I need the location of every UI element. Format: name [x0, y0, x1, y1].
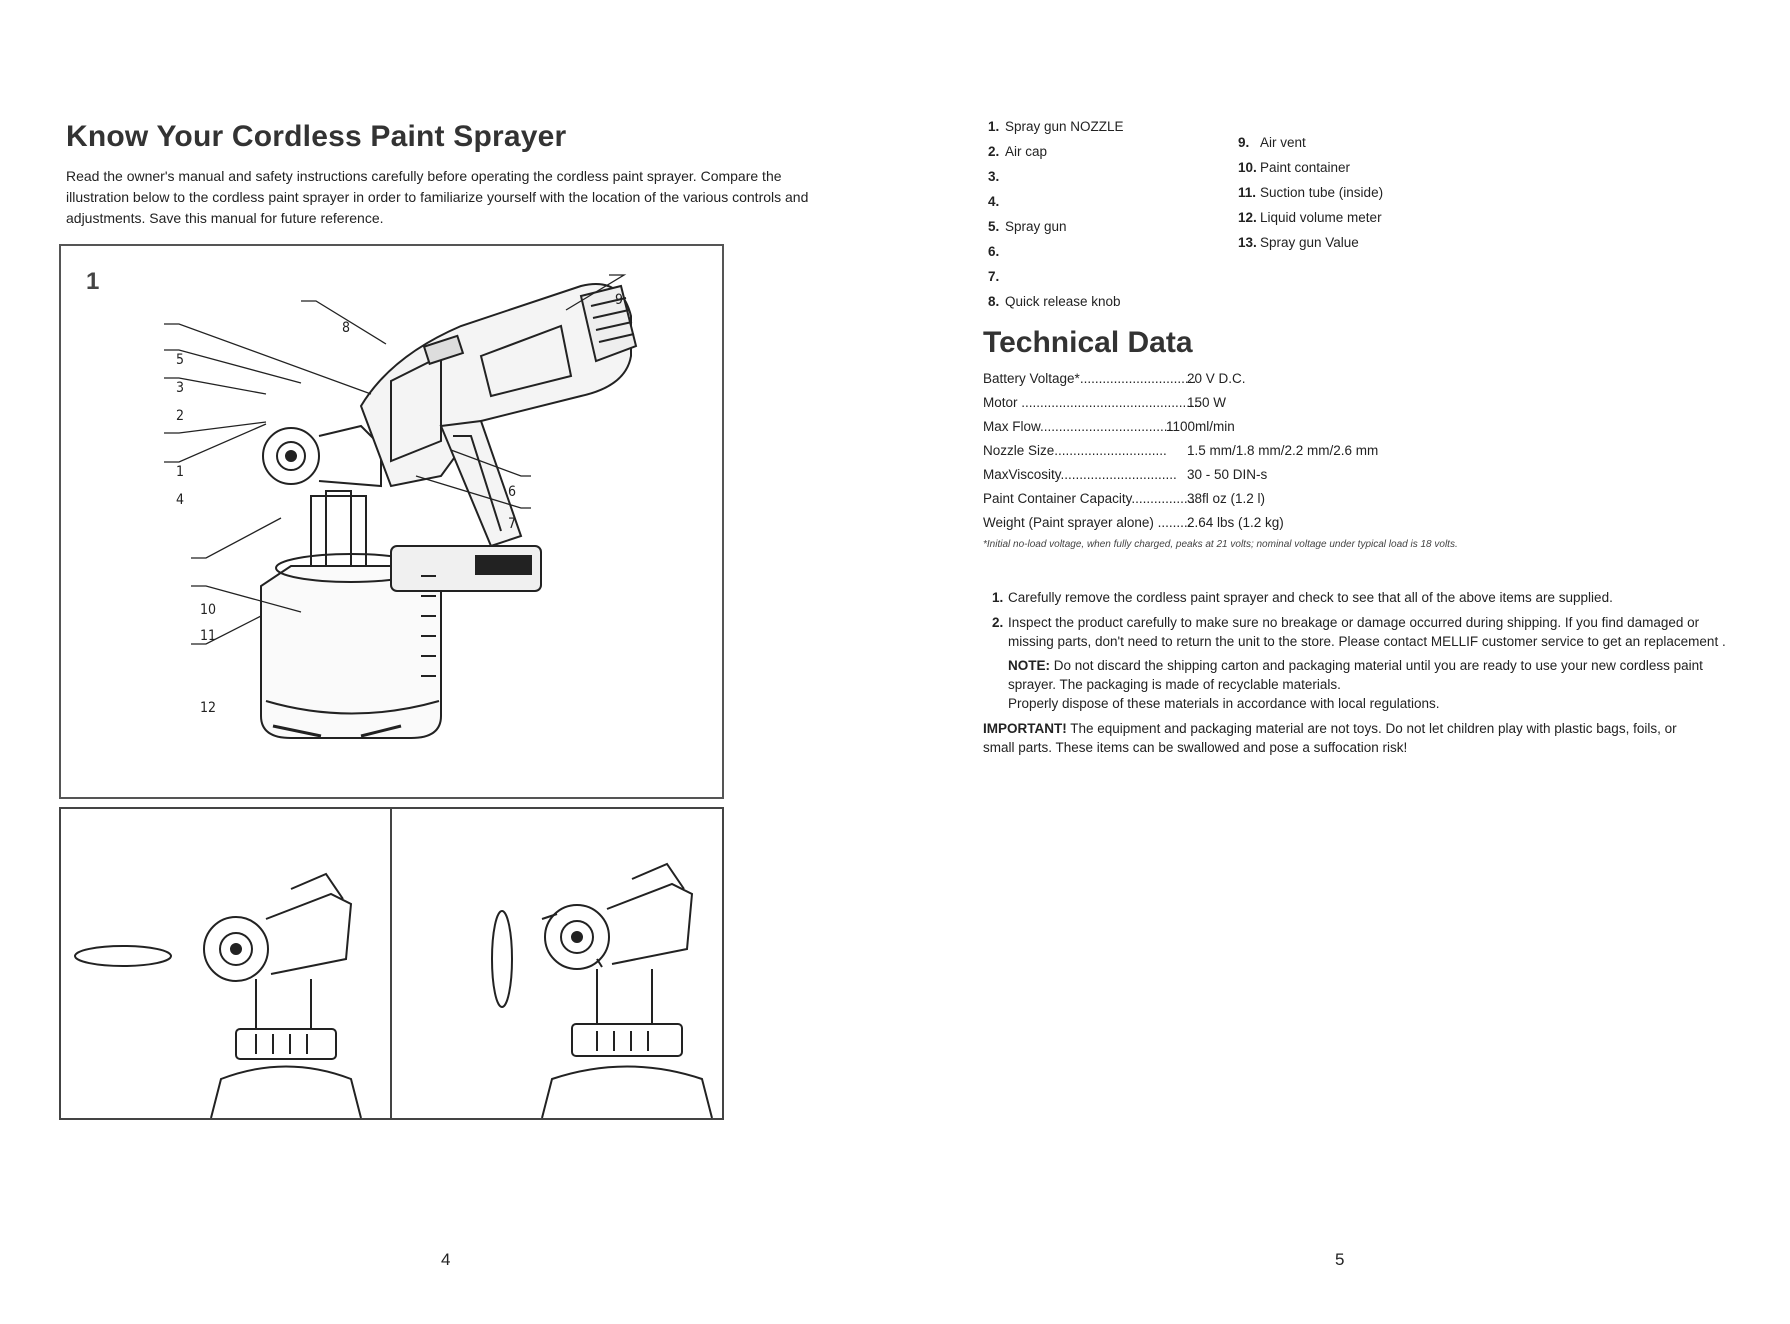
spec-row: Paint Container Capacity................… — [983, 491, 1266, 506]
horizontal-spray-illustration — [59, 807, 392, 1120]
list-item: 1.Spray gun NOZZLE — [988, 119, 1124, 134]
callout-label: 11 — [200, 628, 217, 644]
callout-label: 4 — [176, 492, 185, 508]
callout-label: 8 — [342, 320, 351, 336]
callout-label: 5 — [176, 352, 185, 368]
callout-label: 3 — [176, 380, 185, 396]
spec-row: MaxViscosity............................… — [983, 467, 1268, 482]
callout-label: 9 — [615, 292, 624, 308]
spec-row: Motor ..................................… — [983, 395, 1227, 410]
spec-row: Battery Voltage*........................… — [983, 371, 1246, 386]
vertical-spray-illustration — [390, 807, 724, 1120]
spec-row: Nozzle Size.............................… — [983, 443, 1379, 458]
section-title: Technical Data — [983, 326, 1193, 359]
list-item: 12.Liquid volume meter — [1238, 210, 1382, 225]
main-illustration — [59, 244, 724, 799]
list-item: 3. — [988, 169, 1000, 184]
figure-number: 1 — [86, 268, 100, 295]
spec-row: Max Flow................................… — [983, 419, 1235, 434]
list-item: 8.Quick release knob — [988, 294, 1121, 309]
list-item: 10.Paint container — [1238, 160, 1351, 175]
list-item: 4. — [988, 194, 1000, 209]
list-item: 7. — [988, 269, 1000, 284]
page-title: Know Your Cordless Paint Sprayer — [66, 120, 567, 153]
spec-row: Weight (Paint sprayer alone) .........2.… — [983, 515, 1284, 530]
callout-label: 7 — [508, 516, 517, 532]
important-paragraph: IMPORTANT! The equipment and packaging m… — [983, 721, 1677, 755]
callout-label: 12 — [200, 700, 217, 716]
note-paragraph: NOTE: Do not discard the shipping carton… — [1008, 658, 1703, 711]
callout-label: 2 — [176, 408, 185, 424]
intro-paragraph: Read the owner's manual and safety instr… — [66, 168, 809, 226]
list-item: 5.Spray gun — [988, 219, 1067, 234]
callout-label: 1 — [176, 464, 185, 480]
list-item: 1.Carefully remove the cordless paint sp… — [992, 590, 1613, 605]
list-item: 13.Spray gun Value — [1238, 235, 1359, 250]
paint-sprayer-drawing — [164, 274, 638, 739]
footnote: *Initial no-load voltage, when fully cha… — [983, 539, 1458, 550]
callout-label: 10 — [200, 602, 217, 618]
list-item: 2.Air cap — [988, 144, 1048, 159]
page-number: 5 — [1335, 1250, 1345, 1269]
page-number: 4 — [441, 1250, 451, 1269]
list-item: 9.Air vent — [1238, 135, 1306, 150]
list-item: 2.Inspect the product carefully to make … — [992, 615, 1726, 649]
list-item: 6. — [988, 244, 1000, 259]
callout-label: 6 — [508, 484, 517, 500]
list-item: 11.Suction tube (inside) — [1238, 185, 1384, 200]
